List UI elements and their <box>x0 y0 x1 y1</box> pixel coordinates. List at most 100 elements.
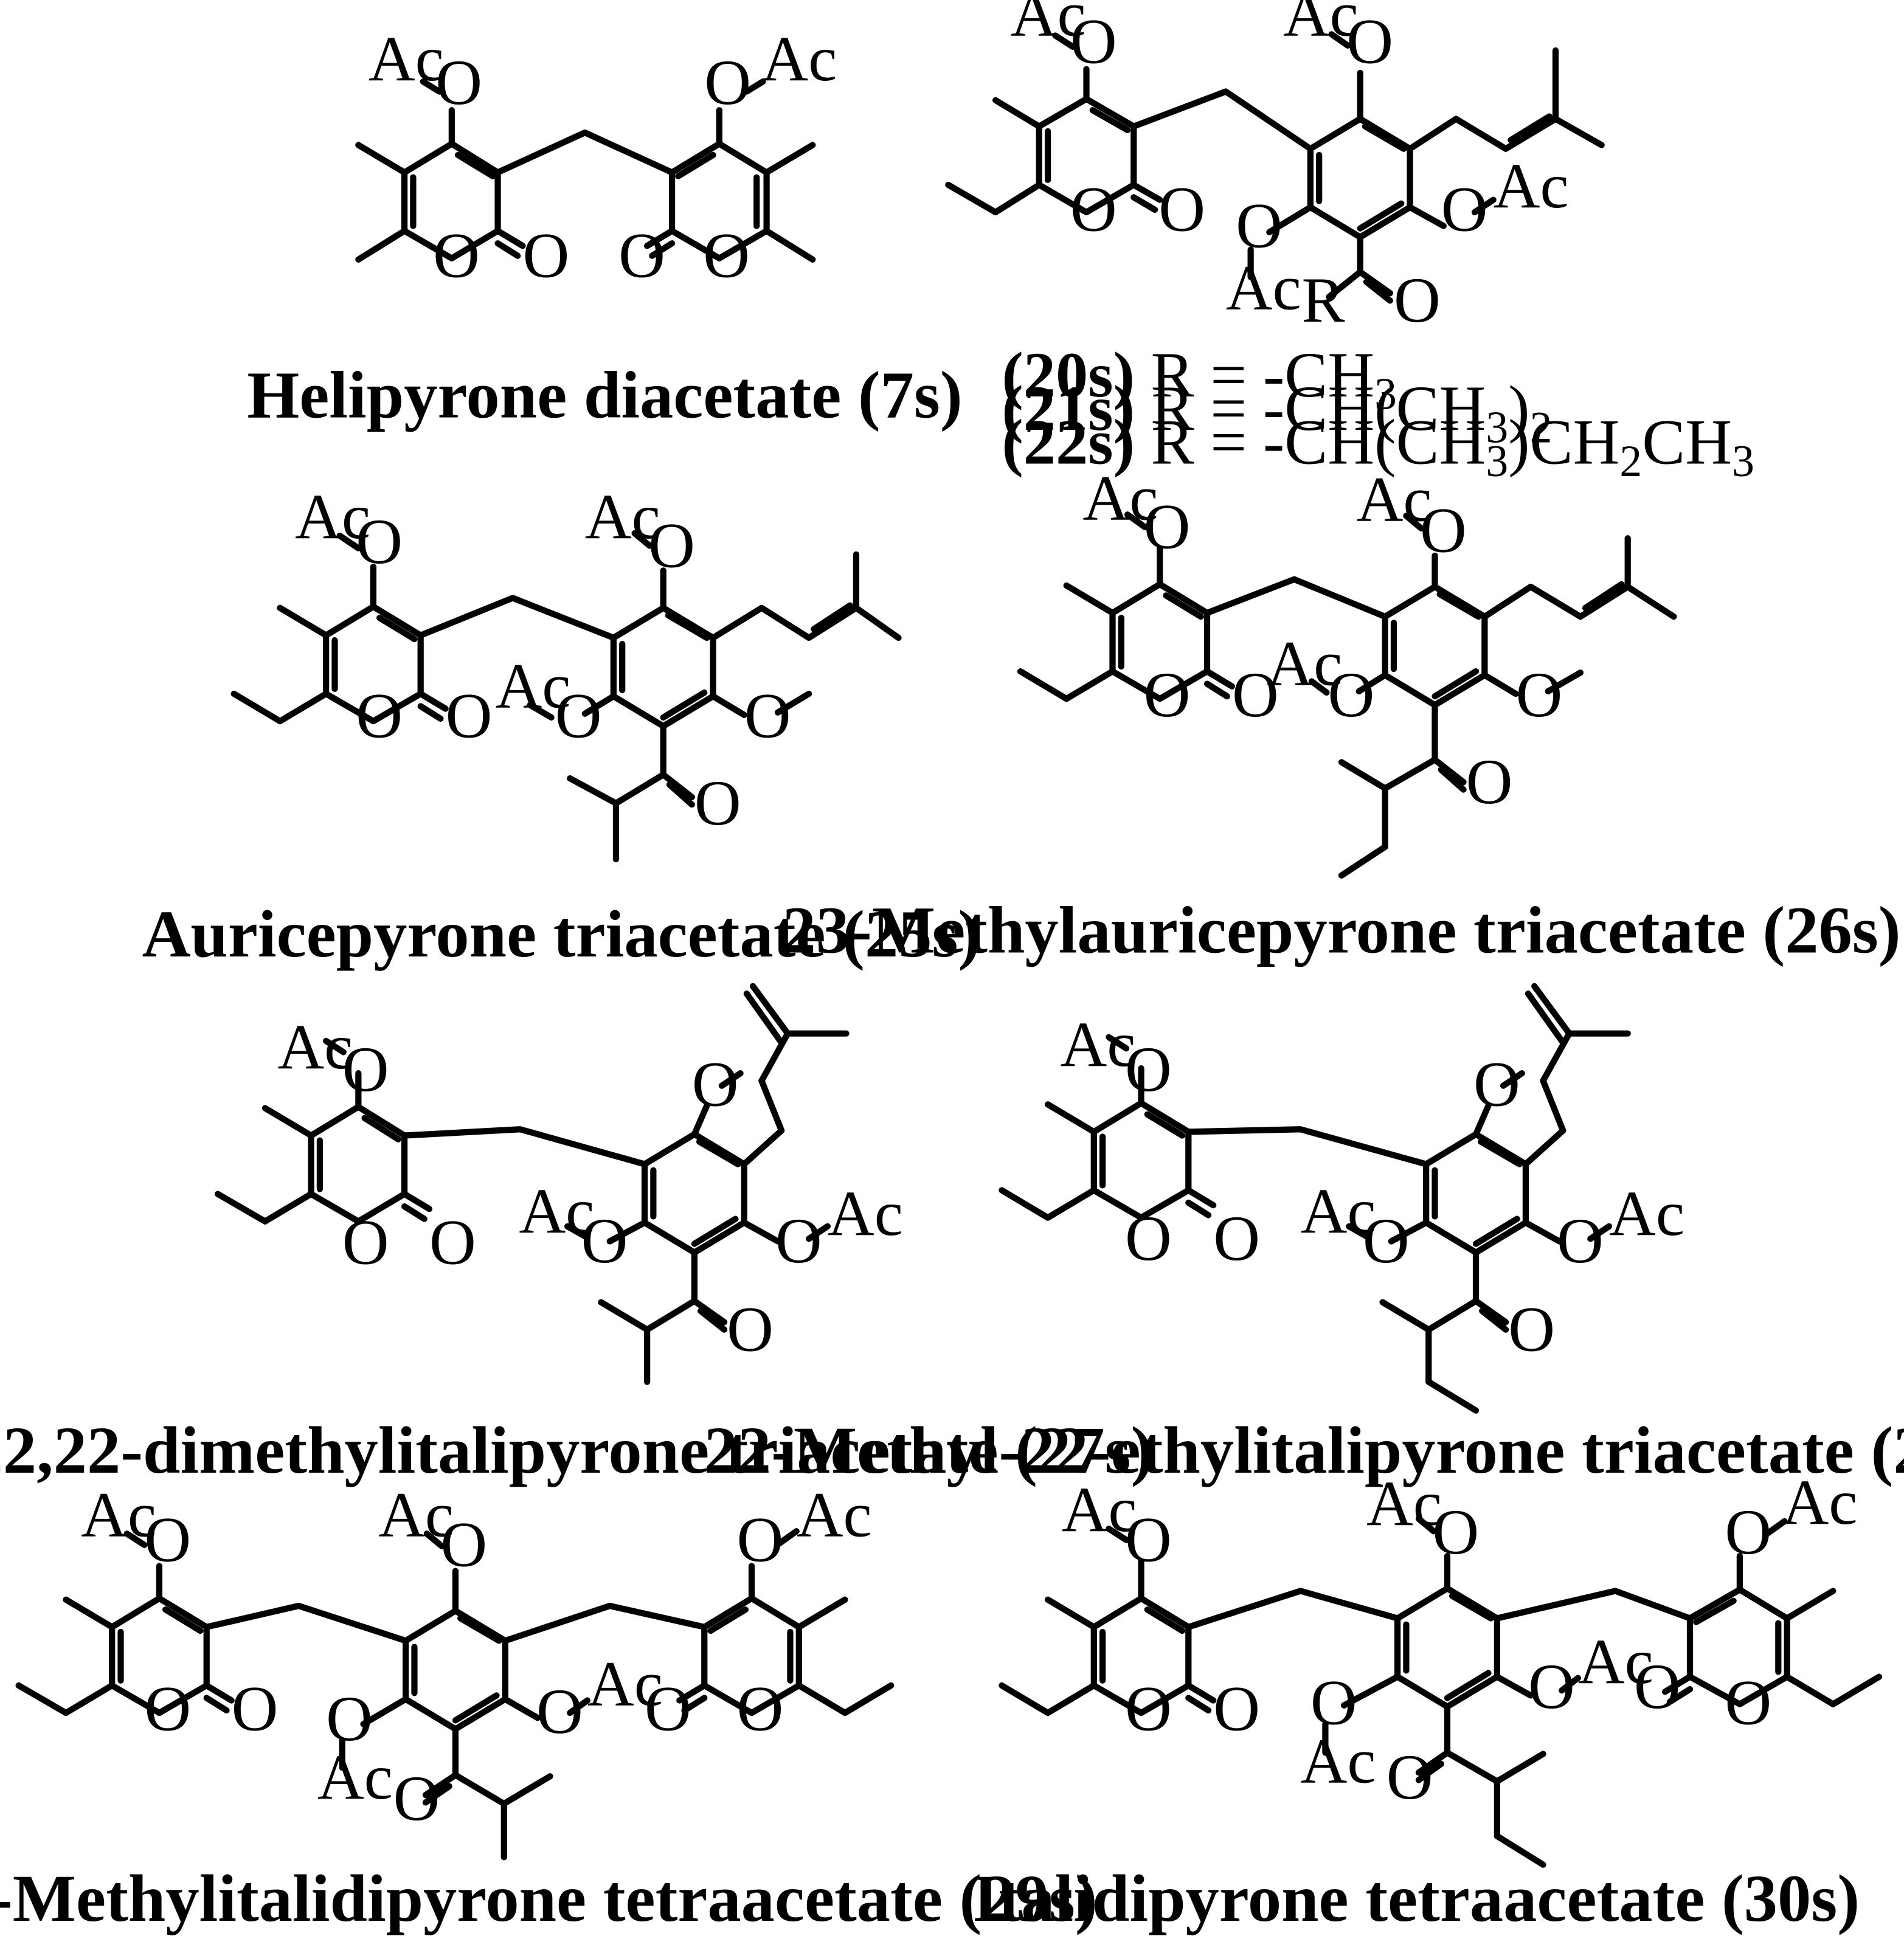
o-label: O <box>1394 264 1441 336</box>
ac-label: Ac <box>1609 1178 1684 1250</box>
ac-label: Ac <box>1300 1726 1376 1797</box>
o-label: O <box>736 1673 783 1745</box>
o-label: O <box>522 220 569 291</box>
ac-label: Ac <box>1267 628 1342 700</box>
caption-26s: 23-Methylauricepyrone triacetate (26s) <box>783 893 1901 967</box>
o-label: O <box>342 1034 389 1105</box>
atom-labels-7s: Ac O O O O O O Ac <box>369 23 837 291</box>
o-label: O <box>1236 190 1283 261</box>
ac-label: Ac <box>317 1741 393 1813</box>
o-label: O <box>446 680 493 752</box>
o-label: O <box>1420 495 1467 567</box>
o-label: O <box>704 47 751 119</box>
r-group-list: (20s) R = -CH3 (21s) R = -CH(CH3)2 (22s)… <box>1002 339 1754 486</box>
ac-label: Ac <box>1494 150 1569 222</box>
o-label: O <box>433 220 480 291</box>
o-label: O <box>356 506 403 578</box>
ac-label: Ac <box>1226 252 1301 324</box>
structure-7s <box>355 78 816 263</box>
ac-label: Ac <box>1062 1474 1137 1546</box>
caption-28s: 22-Methyl-22-ethylitalipyrone triacetate… <box>704 1413 1904 1487</box>
ac-label: Ac <box>277 1011 353 1083</box>
o-label: O <box>144 1504 191 1575</box>
o-label: O <box>440 1509 487 1581</box>
o-label: O <box>1070 5 1117 77</box>
structure-30s <box>999 1515 1883 1868</box>
o-label: O <box>736 1504 783 1575</box>
ac-label: Ac <box>1366 1468 1442 1540</box>
o-label: O <box>1213 1673 1260 1745</box>
o-label: O <box>645 1673 691 1745</box>
structure-20s-22s <box>945 31 1605 304</box>
o-label: O <box>648 510 695 581</box>
structure-25s <box>230 530 902 863</box>
o-label: O <box>692 1048 739 1120</box>
atom-labels-30s: Ac O O O Ac O O Ac O Ac O O O O Ac <box>1062 1467 1858 1813</box>
o-label: O <box>1125 1203 1172 1274</box>
o-label: O <box>1725 1667 1771 1738</box>
o-label: O <box>1557 1205 1604 1277</box>
o-label: O <box>342 1206 389 1278</box>
o-label: O <box>1144 659 1191 731</box>
ac-label: Ac <box>378 1479 454 1551</box>
o-label: O <box>1070 174 1117 246</box>
o-label: O <box>1125 1673 1172 1745</box>
ac-label: Ac <box>1082 463 1158 534</box>
o-label: O <box>1516 659 1563 731</box>
atom-labels-20s-22s: Ac O O O Ac O O Ac O Ac R O <box>1011 0 1569 336</box>
o-label: O <box>1528 1651 1575 1723</box>
o-label: O <box>1725 1496 1771 1568</box>
o-label: O <box>1508 1294 1555 1366</box>
caption-30s: Italidipyrone tetraacetate (30s) <box>972 1861 1860 1935</box>
o-label: O <box>744 680 791 752</box>
structure-26s <box>1017 511 1677 879</box>
r-group-21s: (21s) R = -CH(CH3)2 <box>1002 373 1552 452</box>
o-label: O <box>703 220 750 291</box>
o-label: O <box>1363 1205 1410 1277</box>
o-label: O <box>1473 1048 1520 1120</box>
ac-label: Ac <box>1782 1467 1857 1538</box>
ac-label: Ac <box>369 23 444 95</box>
o-label: O <box>536 1676 583 1748</box>
o-label: O <box>1386 1741 1433 1813</box>
o-label: O <box>1144 491 1191 563</box>
o-label: O <box>429 1206 476 1278</box>
ac-label: Ac <box>495 651 570 722</box>
ac-label: Ac <box>295 481 370 553</box>
o-label: O <box>1466 746 1513 818</box>
structure-29s <box>15 1528 895 1861</box>
ac-label: Ac <box>828 1178 903 1250</box>
atom-labels-28s: Ac O O O O Ac O O Ac O <box>1061 1009 1685 1366</box>
o-label: O <box>1432 1496 1479 1568</box>
ac-label: Ac <box>1300 1175 1376 1247</box>
o-label: O <box>1634 1651 1681 1723</box>
ac-label: Ac <box>585 481 660 553</box>
r-group-22s: (22s) R = -CH(CH3)CH2CH3 <box>1002 406 1754 485</box>
o-label: O <box>393 1763 440 1834</box>
o-label: O <box>775 1205 822 1277</box>
caption-25s: Auricepyrone triacetate (25s) <box>142 897 981 971</box>
ac-label: Ac <box>1357 464 1432 536</box>
structure-28s <box>999 983 1631 1414</box>
r-group-20s: (20s) R = -CH3 <box>1002 339 1397 418</box>
o-label: O <box>1232 659 1279 731</box>
o-label: O <box>144 1673 191 1745</box>
caption-29s: 23-Methylitalidipyrone tetraacetate (29s… <box>0 1861 1098 1935</box>
caption-7s: Helipyrone diacetate (7s) <box>247 358 962 432</box>
ac-label: Ac <box>587 1648 663 1720</box>
o-label: O <box>435 47 482 119</box>
atom-labels-27s: Ac O O O O Ac O O Ac O <box>277 1011 903 1366</box>
o-label: O <box>1213 1203 1260 1274</box>
o-label: O <box>727 1294 774 1366</box>
atom-labels-25s: Ac O O O Ac O Ac O O O <box>295 481 791 839</box>
o-label: O <box>356 680 403 752</box>
o-label: O <box>1310 1667 1357 1738</box>
ac-label: Ac <box>761 23 837 95</box>
ac-label: Ac <box>1283 0 1359 50</box>
o-label: O <box>555 680 602 752</box>
ac-label: Ac <box>81 1479 156 1551</box>
structure-27s <box>215 983 850 1385</box>
o-label: O <box>1441 174 1488 246</box>
ac-label: Ac <box>1011 0 1086 50</box>
